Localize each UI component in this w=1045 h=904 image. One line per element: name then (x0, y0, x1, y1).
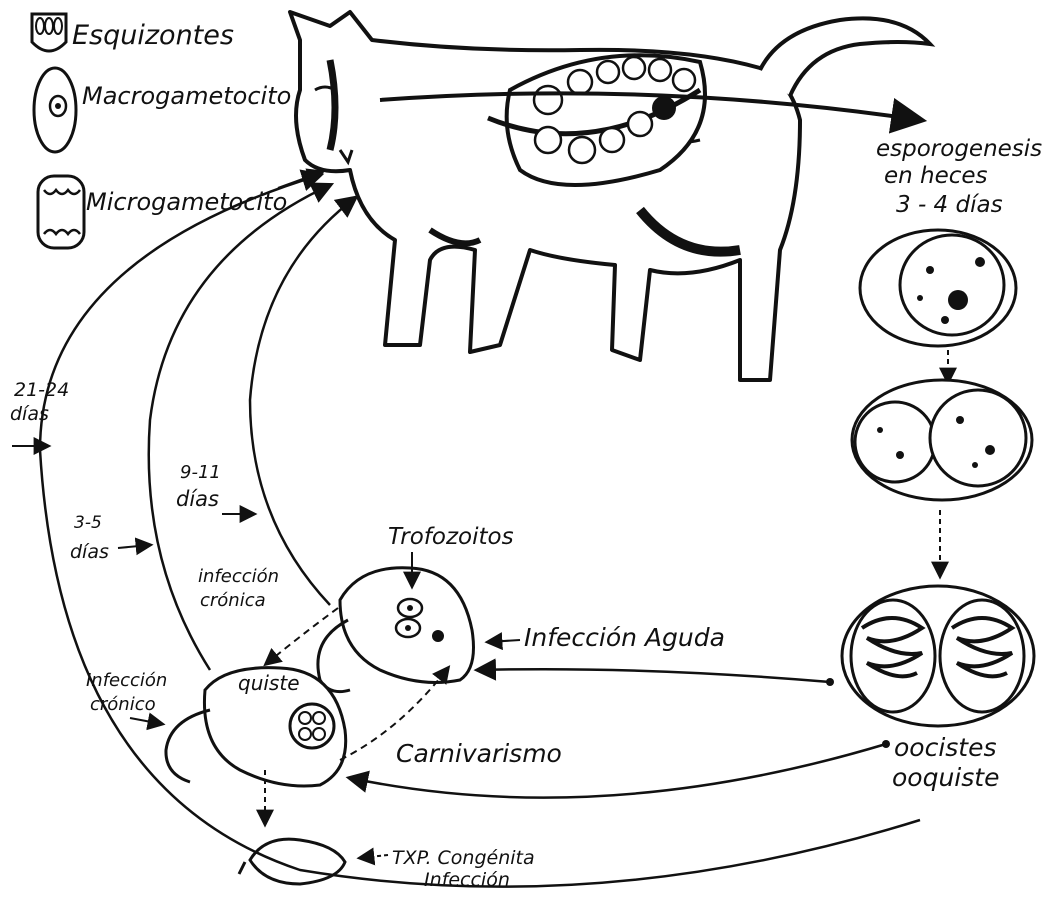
cat-definitive-host (290, 12, 930, 380)
macrogametocyte-icon (34, 68, 76, 152)
mouse-acute-infection (318, 568, 474, 692)
legend-schizonts-label: Esquizontes (72, 20, 234, 51)
sporogenesis-line1: esporogenesis (876, 136, 1042, 162)
oocysts-line1: oocistes (894, 733, 997, 762)
sporogenesis-line3: 3 - 4 días (896, 192, 1003, 218)
oocyst-development (842, 230, 1034, 726)
congenital-line1: TXP. Congénita (392, 847, 535, 869)
chronic-infection-a-line2: crónica (200, 590, 266, 611)
congenital-line2: Infección (424, 869, 510, 891)
days-9-11-label: 9-11 días (176, 462, 221, 511)
trophozoites-label: Trofozoitos (388, 524, 514, 550)
sporulating-oocyst (852, 380, 1032, 500)
acute-infection-label: Infección Aguda (524, 623, 725, 652)
sporogenesis-label: esporogenesis en heces 3 - 4 días (876, 136, 1042, 218)
legend: Esquizontes Macrogametocito Microgametoc… (32, 14, 291, 248)
legend-microgametocyte-label: Microgametocito (86, 188, 287, 216)
days-21-24-label: 21-24 días (10, 379, 69, 425)
fetus-congenital (239, 839, 345, 884)
cyst-label: quiste (238, 671, 300, 695)
oocysts-label: oocistes ooquiste (892, 733, 999, 792)
days-3-5-label: 3-5 días (70, 513, 109, 563)
sporulated-oocyst (842, 586, 1034, 726)
chronic-infection-a-line1: infección (198, 566, 279, 587)
sporogenesis-line2: en heces (884, 163, 988, 189)
tissue-cyst-icon (290, 704, 334, 748)
days-3-5-line1: 3-5 (74, 513, 102, 533)
days-3-5-line2: días (70, 541, 109, 563)
carnivorism-label: Carnivarismo (396, 739, 562, 768)
microgametocyte-icon (38, 176, 84, 248)
legend-macrogametocyte-label: Macrogametocito (82, 82, 291, 110)
chronic-infection-label-a: infección crónica (198, 566, 279, 611)
days-9-11-line1: 9-11 (180, 462, 221, 483)
unsporulated-oocyst (860, 230, 1016, 346)
days-21-24-line2: días (10, 403, 49, 425)
chronic-infection-b-line2: crónico (90, 694, 156, 715)
chronic-infection-b-line1: Infección (86, 670, 167, 691)
schizont-icon (32, 14, 66, 51)
days-21-24-line1: 21-24 (14, 379, 69, 401)
days-9-11-line2: días (176, 487, 219, 511)
oocysts-line2: ooquiste (892, 763, 999, 792)
